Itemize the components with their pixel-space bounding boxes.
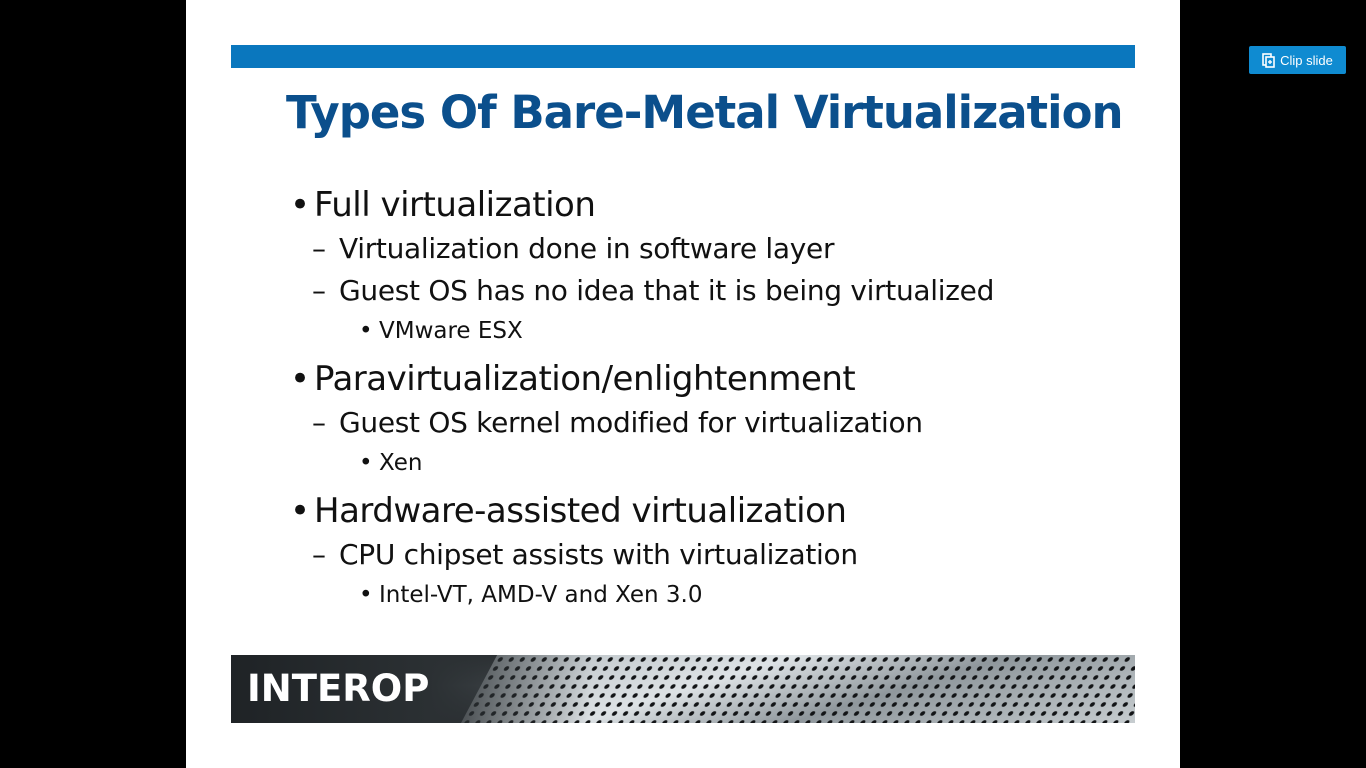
bullet-marker: • [359,582,373,608]
bullet-text: Intel-VT, AMD-V and Xen 3.0 [379,582,703,608]
bullet-text: Xen [379,450,423,476]
bullet-level2: – Guest OS kernel modified for virtualiz… [290,402,1150,444]
bullet-text: Full virtualization [314,185,596,225]
bullet-marker: • [359,318,373,344]
bullet-list: • Full virtualization – Virtualization d… [290,182,1150,614]
bullet-level2: – CPU chipset assists with virtualizatio… [290,534,1150,576]
bullet-level3: • VMware ESX [290,312,1150,350]
clip-slide-icon [1262,52,1275,68]
bullet-marker: • [359,450,373,476]
bullet-marker: • [290,185,310,225]
bullet-level1: • Paravirtualization/enlightenment [290,356,1150,402]
interop-logo: INTEROP [247,667,430,710]
bullet-marker: • [290,491,310,531]
clip-slide-label: Clip slide [1280,52,1333,68]
slide-footer-banner: INTEROP [231,655,1135,723]
dash-marker: – [312,406,326,439]
slide: Types Of Bare-Metal Virtualization • Ful… [186,0,1180,768]
bullet-text: CPU chipset assists with virtualization [339,538,858,571]
dash-marker: – [312,232,326,265]
bullet-level1: • Hardware-assisted virtualization [290,488,1150,534]
bullet-text: Hardware-assisted virtualization [314,491,847,531]
bullet-text: Paravirtualization/enlightenment [314,359,856,399]
dash-marker: – [312,538,326,571]
bullet-text: VMware ESX [379,318,523,344]
bullet-level3: • Intel-VT, AMD-V and Xen 3.0 [290,576,1150,614]
dash-marker: – [312,274,326,307]
bullet-marker: • [290,359,310,399]
bullet-text: Virtualization done in software layer [339,232,835,265]
bullet-text: Guest OS kernel modified for virtualizat… [339,406,923,439]
bullet-level2: – Guest OS has no idea that it is being … [290,270,1150,312]
clip-slide-button[interactable]: Clip slide [1249,46,1346,74]
slide-title: Types Of Bare-Metal Virtualization [286,86,1124,139]
slide-top-bar [231,45,1135,68]
bullet-text: Guest OS has no idea that it is being vi… [339,274,995,307]
bullet-level2: – Virtualization done in software layer [290,228,1150,270]
bullet-level3: • Xen [290,444,1150,482]
bullet-level1: • Full virtualization [290,182,1150,228]
